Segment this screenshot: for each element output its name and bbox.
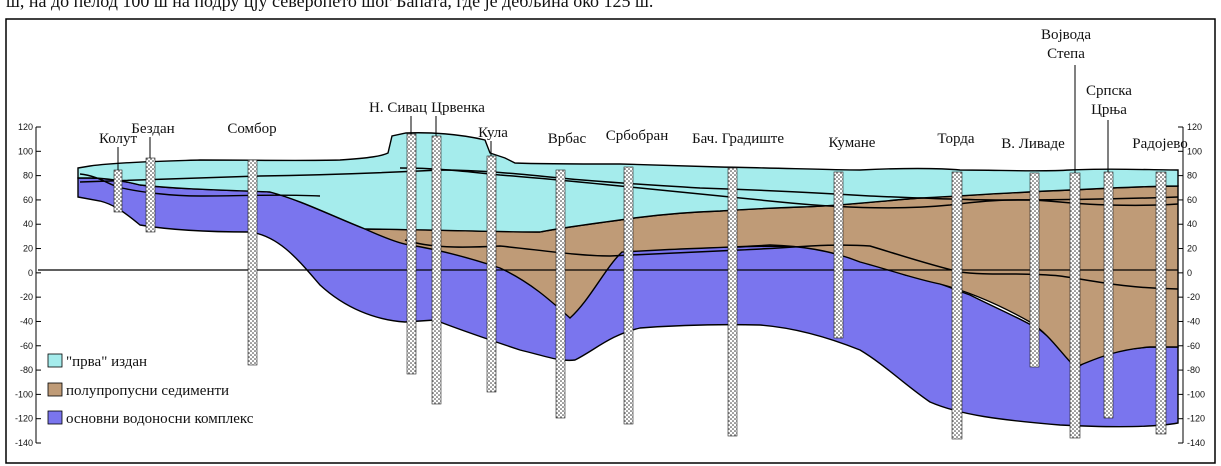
location-label-7: Србобран — [606, 128, 668, 144]
borehole-srpska-crnja — [1103, 171, 1114, 419]
legend-swatch-first-aquifer — [47, 353, 63, 368]
borehole-kula — [486, 155, 497, 393]
borehole-v-livade — [1029, 172, 1040, 368]
axis-right-tick-label: -20 — [1187, 292, 1200, 302]
legend-label-main-complex: основни водоносни комплекс — [66, 411, 254, 427]
axis-right-tick-label: -60 — [1187, 341, 1200, 351]
location-label-3: Н. Сивац — [369, 100, 427, 116]
axis-left-tick-label: -80 — [20, 365, 33, 375]
location-label-0: Колут — [99, 131, 138, 147]
axis-right-tick-label: 40 — [1187, 219, 1197, 229]
legend-swatch-semipermeable — [47, 382, 63, 397]
location-label-5: Кула — [478, 125, 508, 141]
borehole-kumane — [833, 171, 844, 339]
axis-left-tick-label: 60 — [23, 195, 33, 205]
borehole-vrbas — [555, 169, 566, 419]
axis-right-tick-label: -100 — [1187, 389, 1205, 399]
borehole-vojvoda-stepa — [1069, 172, 1081, 439]
axis-right-tick-label: 0 — [1187, 268, 1192, 278]
boundary-line-lower — [404, 239, 1179, 290]
axis-right-tick-label: -40 — [1187, 316, 1200, 326]
axis-right-tick-label: -120 — [1187, 414, 1205, 424]
location-label-8: Бач. Градиште — [692, 131, 784, 147]
location-label-1: Бездан — [131, 121, 174, 137]
axis-left-tick-label: 80 — [23, 171, 33, 181]
axis-right-tick-label: 120 — [1187, 122, 1202, 132]
axis-left-tick-label: -20 — [20, 292, 33, 302]
axis-left-tick-label: 0 — [28, 268, 33, 278]
axis-left-tick-label: 100 — [18, 146, 33, 156]
axis-right-tick-label: -80 — [1187, 365, 1200, 375]
borehole-kolut — [113, 169, 123, 213]
legend-label-semipermeable: полупропусни седименти — [66, 383, 229, 399]
axis-left-tick-label: -40 — [20, 316, 33, 326]
location-label-2: Сомбор — [227, 121, 276, 137]
axis-left-tick-label: -140 — [15, 438, 33, 448]
borehole-sombor — [247, 159, 258, 366]
borehole-n-sivac — [406, 133, 417, 375]
boundary-line-middle — [399, 167, 1179, 209]
axis-left-tick-label: -120 — [15, 414, 33, 424]
y-axis-left: 120 100 80 60 40 20 0 -20 -40 -60 -80 -100 -120 -140 — [15, 122, 41, 448]
axis-left-tick-label: 120 — [18, 122, 33, 132]
borehole-bezdan — [145, 157, 156, 233]
axis-right-tick-label: 80 — [1187, 171, 1197, 181]
axis-right-tick-label: 60 — [1187, 195, 1197, 205]
location-label-11: В. Ливаде — [1001, 136, 1065, 152]
leader-lines — [117, 65, 1109, 173]
axis-left-tick-label: 20 — [23, 244, 33, 254]
legend-swatch-main-complex — [47, 410, 63, 425]
axis-left-tick-label: -100 — [15, 389, 33, 399]
axis-right-tick-label: -140 — [1187, 438, 1205, 448]
legend-label-first-aquifer: "прва" издан — [66, 354, 147, 370]
caption-text: ш, на до пелод 100 ш на подру цју северо… — [6, 0, 654, 11]
axis-right-tick-label: 20 — [1187, 244, 1197, 254]
location-label-10: Торда — [937, 131, 974, 147]
boundary-line-west — [79, 173, 321, 197]
axis-right-tick-label: 100 — [1187, 146, 1202, 156]
borehole-crvenka — [431, 135, 442, 405]
borehole-bac-gradiste — [727, 167, 738, 437]
borehole-radojevo — [1155, 171, 1167, 435]
location-label-14: Радојево — [1132, 136, 1187, 152]
location-label-9: Кумане — [829, 135, 876, 151]
legend: "прва" издан полупропусни седименти осно… — [47, 353, 254, 427]
borehole-torda — [951, 171, 963, 440]
borehole-srbobran — [623, 166, 634, 425]
y-axis-right: 120 100 80 60 40 20 0 -20 -40 -60 -80 -100 -120 -140 — [1178, 122, 1205, 448]
location-label-6: Врбас — [548, 131, 587, 147]
axis-left-tick-label: 40 — [23, 219, 33, 229]
axis-left-tick-label: -60 — [20, 341, 33, 351]
location-label-4: Црвенка — [431, 100, 485, 116]
